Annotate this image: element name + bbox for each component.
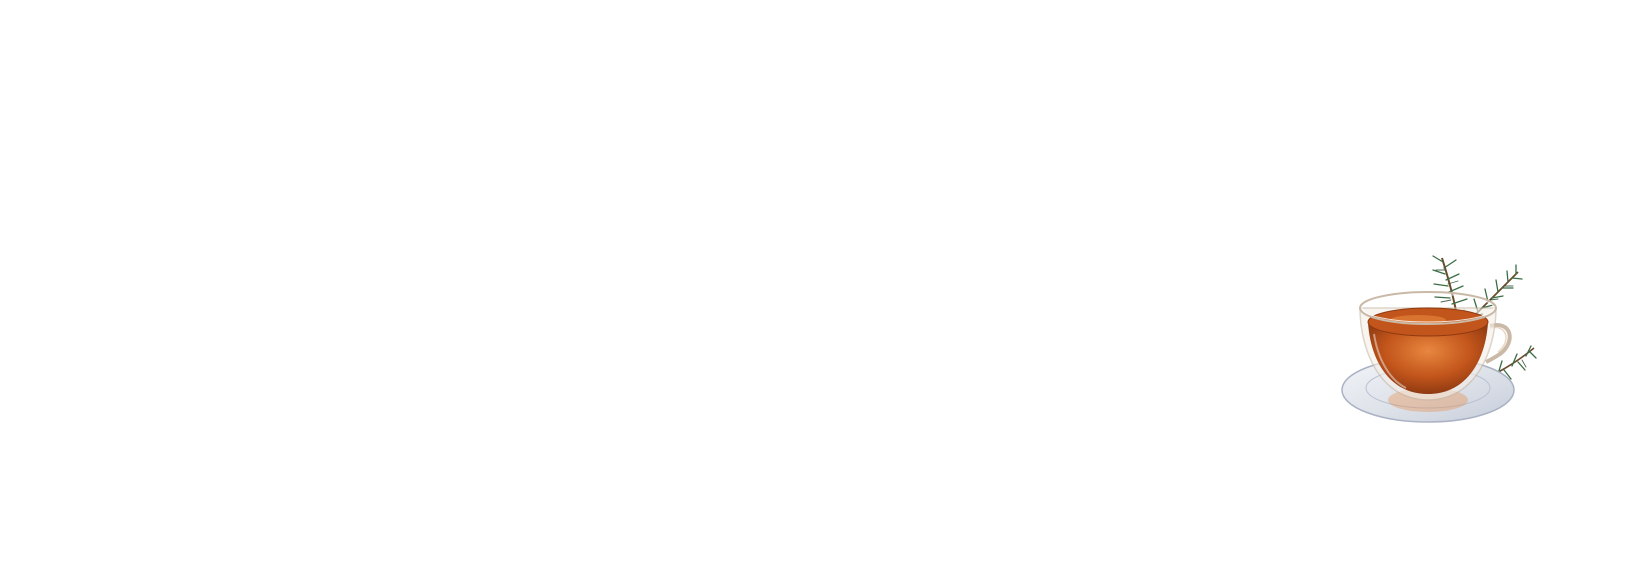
cup-rim-shine: [1361, 293, 1495, 323]
tea-cup: [1359, 291, 1497, 401]
cup-handle: [1485, 323, 1512, 364]
tea-cup-illustration: [1340, 250, 1610, 450]
cup-rim: [1359, 291, 1497, 325]
tea-liquid: [1368, 322, 1488, 394]
cup-glass-glint: [1373, 333, 1407, 389]
